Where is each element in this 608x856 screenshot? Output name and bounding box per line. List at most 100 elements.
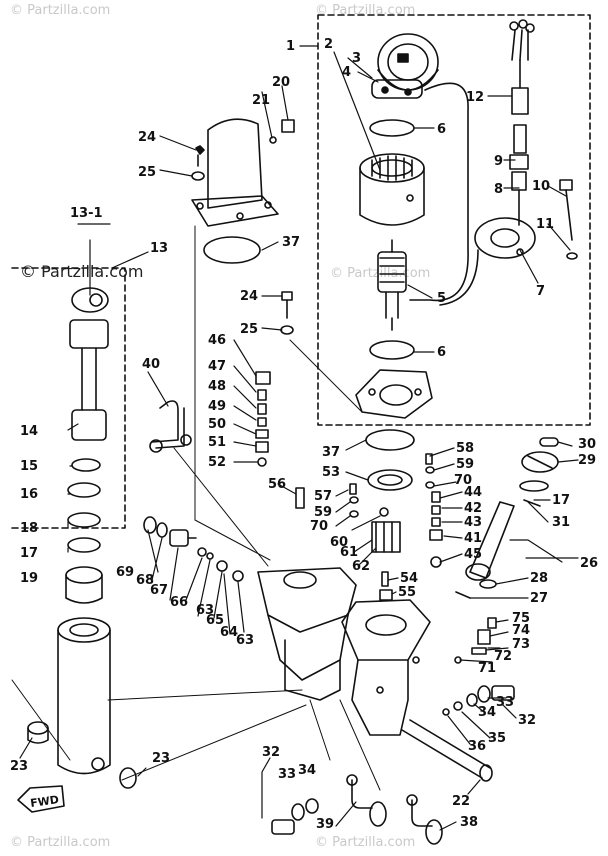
part-label-63-left: 63 [196, 603, 214, 618]
part-label-59-left: 59 [314, 505, 332, 520]
hose-fitting-38 [406, 794, 443, 845]
washer-70-right [425, 481, 435, 489]
pipe-40 [149, 400, 192, 453]
spring-42 [431, 505, 441, 515]
part-label-66: 66 [170, 595, 188, 610]
pump-gear-62 [371, 521, 401, 553]
o-ring-37-upper [203, 236, 261, 264]
part-label-19: 19 [20, 571, 38, 586]
part-label-6-lower: 6 [437, 345, 446, 360]
part-label-22: 22 [452, 794, 470, 809]
part-31 [523, 499, 541, 507]
part-label-64: 64 [220, 625, 238, 640]
part-label-58: 58 [456, 441, 474, 456]
part-label-6-upper: 6 [437, 122, 446, 137]
screw-75 [487, 617, 497, 629]
part-label-48: 48 [208, 379, 226, 394]
watermark-bottom-right: © Partzilla.com [315, 835, 415, 850]
valve-74 [477, 629, 491, 645]
motor-bracket-plate [355, 369, 433, 419]
part-label-33-lower: 33 [278, 767, 296, 782]
part-51 [255, 441, 269, 453]
part-label-41: 41 [464, 531, 482, 546]
part-label-28: 28 [530, 571, 548, 586]
motor-wiring-harness [409, 82, 479, 306]
part-label-5: 5 [437, 291, 446, 306]
part-60 [379, 507, 389, 517]
washer-65 [206, 552, 214, 560]
cylinder-13 [57, 617, 111, 775]
leader-lines [19, 45, 579, 831]
part-label-25-upper: 25 [138, 165, 156, 180]
reservoir-cover [191, 118, 279, 227]
part-label-12: 12 [466, 90, 484, 105]
screw-54 [381, 571, 389, 587]
o-ring-15 [71, 458, 101, 472]
part-label-50: 50 [208, 417, 226, 432]
part-label-8: 8 [494, 182, 503, 197]
washer-70-left [349, 510, 359, 518]
o-ring-52 [257, 457, 267, 467]
pin-36 [442, 708, 450, 716]
o-ring-64 [216, 560, 228, 572]
part-label-54: 54 [400, 571, 418, 586]
part-label-16: 16 [20, 487, 38, 502]
motor-assembly-box [317, 14, 591, 426]
o-ring-63 [232, 570, 244, 582]
o-ring-18 [67, 512, 101, 528]
part-label-60: 60 [330, 535, 348, 550]
tilt-rod-assembly [69, 287, 109, 441]
part-label-51: 51 [208, 435, 226, 450]
part-label-61: 61 [340, 545, 358, 560]
part-label-40: 40 [142, 357, 160, 372]
hose-fitting-39 [346, 774, 387, 827]
part-30 [539, 437, 559, 447]
piston-19 [65, 566, 103, 604]
part-label-4: 4 [342, 65, 351, 80]
fwd-arrow [17, 785, 65, 813]
part-label-63-right: 63 [236, 633, 254, 648]
part-label-67: 67 [150, 583, 168, 598]
part-label-15: 15 [20, 459, 38, 474]
part-label-23-left: 23 [10, 759, 28, 774]
part-label-17-right: 17 [552, 493, 570, 508]
manual-valve-26 [465, 501, 515, 581]
part-label-56: 56 [268, 477, 286, 492]
part-label-7: 7 [536, 284, 545, 299]
ring-17-right [519, 480, 549, 492]
assembly-guide-lines [11, 225, 381, 791]
part-label-24-middle: 24 [240, 289, 258, 304]
screw-57 [349, 483, 357, 495]
part-label-3: 3 [352, 51, 361, 66]
part-label-35: 35 [488, 731, 506, 746]
o-ring-37-lower [365, 429, 415, 451]
part-label-36: 36 [468, 739, 486, 754]
long-bolt-10 [559, 179, 573, 241]
part-label-46: 46 [208, 333, 226, 348]
ring-17-left [67, 537, 101, 553]
part-label-29: 29 [578, 453, 596, 468]
part-label-37-upper: 37 [282, 235, 300, 250]
part-label-2: 2 [324, 37, 333, 52]
part-label-1: 1 [286, 39, 295, 54]
part-label-49: 49 [208, 399, 226, 414]
part-label-9: 9 [494, 154, 503, 169]
part-label-10: 10 [532, 179, 550, 194]
part-label-73: 73 [512, 637, 530, 652]
watermark-bottom-left: © Partzilla.com [10, 835, 110, 850]
ball-43 [431, 517, 441, 527]
plug-32-lower [271, 819, 295, 835]
part-label-30: 30 [578, 437, 596, 452]
seal-53 [367, 469, 413, 491]
knob-29 [521, 451, 559, 473]
part-55 [379, 589, 393, 601]
seat-49 [257, 417, 267, 427]
part-label-32-lower: 32 [262, 745, 280, 760]
part-label-75: 75 [512, 611, 530, 626]
spring-47 [257, 389, 267, 401]
valve-67 [169, 529, 197, 547]
part-label-23-right: 23 [152, 751, 170, 766]
part-label-37-lower: 37 [322, 445, 340, 460]
motor-base-cup [474, 217, 536, 259]
plug-44 [431, 491, 441, 503]
